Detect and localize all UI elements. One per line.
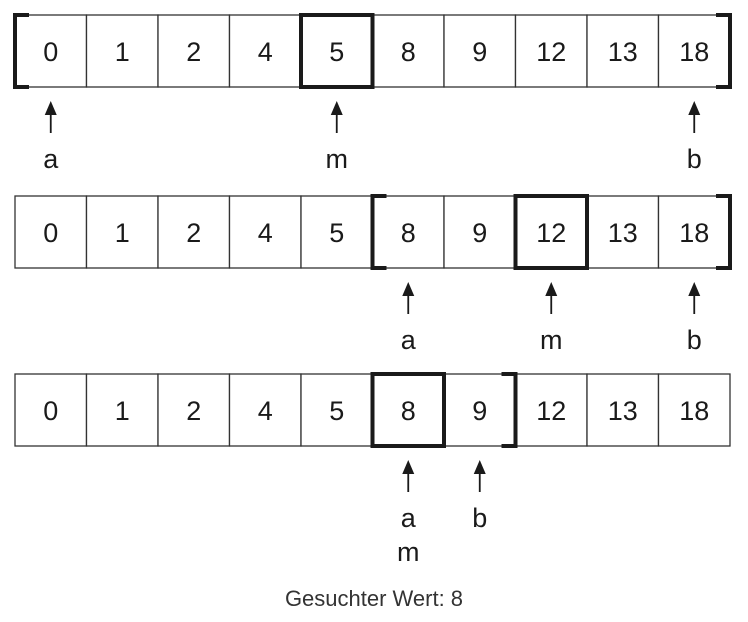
pointer-label-b: b (472, 503, 487, 533)
cell-value-7: 12 (536, 37, 566, 67)
cell-value-9: 18 (679, 218, 709, 248)
array-cell-9 (657, 195, 731, 269)
right-bound-bracket (716, 194, 732, 270)
cell-value-8: 13 (608, 396, 638, 426)
array-cell-6 (443, 373, 517, 447)
cell-value-8: 13 (608, 218, 638, 248)
cell-value-1: 1 (115, 218, 130, 248)
array-cell-6 (443, 195, 517, 269)
pointer-arrowhead-m (545, 282, 558, 296)
cell-value-6: 9 (472, 396, 487, 426)
cell-value-4: 5 (329, 396, 344, 426)
array-cell-7 (514, 14, 588, 88)
cell-value-2: 2 (186, 218, 201, 248)
array-cell-3 (228, 373, 302, 447)
left-bound-bracket (13, 13, 29, 89)
cell-value-9: 18 (679, 396, 709, 426)
pointer-label-m: m (326, 144, 349, 174)
pointer-arrowhead-a (402, 460, 415, 474)
right-bound-bracket (501, 372, 518, 448)
middle-highlight (513, 194, 589, 270)
middle-highlight (299, 13, 375, 89)
array-cell-2 (157, 14, 231, 88)
array-cell-9 (657, 373, 731, 447)
pointer-arrowhead-b (688, 101, 701, 115)
array-cell-0 (14, 195, 88, 269)
cell-value-5: 8 (401, 396, 416, 426)
cell-value-1: 1 (115, 396, 130, 426)
pointer-arrowhead-m (330, 101, 343, 115)
cell-value-2: 2 (186, 37, 201, 67)
array-cell-7 (514, 373, 588, 447)
pointer-label-b: b (687, 325, 702, 355)
cell-value-2: 2 (186, 396, 201, 426)
cell-value-8: 13 (608, 37, 638, 67)
left-bound-bracket (370, 194, 387, 270)
cell-value-3: 4 (258, 396, 273, 426)
pointer-arrowhead-b (473, 460, 486, 474)
array-cell-3 (228, 195, 302, 269)
pointer-label-b: b (687, 144, 702, 174)
left-bound-bracket (370, 372, 387, 448)
pointer-arrowhead-b (688, 282, 701, 296)
cell-value-1: 1 (115, 37, 130, 67)
cell-value-0: 0 (43, 37, 58, 67)
cell-value-3: 4 (258, 218, 273, 248)
array-cell-5 (371, 373, 445, 447)
array-cell-1 (85, 14, 159, 88)
cell-value-4: 5 (329, 37, 344, 67)
pointer-label-m: m (397, 537, 420, 567)
cell-value-6: 9 (472, 218, 487, 248)
cell-value-7: 12 (536, 218, 566, 248)
right-bound-bracket (716, 13, 732, 89)
cell-value-7: 12 (536, 396, 566, 426)
array-cell-6 (443, 14, 517, 88)
cell-value-9: 18 (679, 37, 709, 67)
array-cell-4 (300, 195, 374, 269)
array-cell-1 (85, 373, 159, 447)
array-cell-9 (657, 14, 731, 88)
pointer-arrowhead-a (402, 282, 415, 296)
array-cell-2 (157, 195, 231, 269)
cell-value-5: 8 (401, 218, 416, 248)
cell-value-4: 5 (329, 218, 344, 248)
array-cell-4 (300, 373, 374, 447)
cell-value-0: 0 (43, 218, 58, 248)
cell-value-6: 9 (472, 37, 487, 67)
pointer-label-m: m (540, 325, 563, 355)
pointer-label-a: a (401, 503, 417, 533)
cell-value-3: 4 (258, 37, 273, 67)
pointer-arrowhead-a (44, 101, 57, 115)
array-cell-2 (157, 373, 231, 447)
pointer-label-a: a (43, 144, 59, 174)
array-cell-0 (14, 14, 88, 88)
pointer-label-a: a (401, 325, 417, 355)
array-cell-8 (586, 14, 660, 88)
cell-value-5: 8 (401, 37, 416, 67)
array-cell-8 (586, 373, 660, 447)
search-value-caption: Gesuchter Wert: 8 (284, 586, 464, 611)
cell-value-0: 0 (43, 396, 58, 426)
